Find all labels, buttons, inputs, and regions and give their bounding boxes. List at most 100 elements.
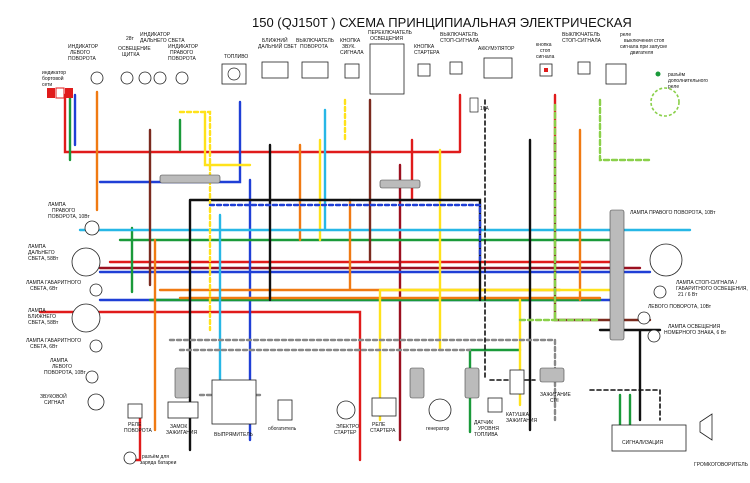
- ignition-coil-label-1: КАТУШКА: [506, 412, 530, 418]
- left-front-turn-label-1: ЛАМПА: [50, 358, 68, 364]
- right-turn-indicator-label-3: ПОВОРОТА: [168, 56, 197, 62]
- battery-label: АККУМУЛЯТОР: [478, 46, 515, 52]
- alarm-system: СИГНАЛИЗАЦИЯ ГРОМКОГОВОРИТЕЛЬ: [611, 413, 749, 468]
- starter-motor-label-1: ЭЛЕКТРО: [336, 424, 359, 430]
- left-turn-indicator-label-3: ПОВОРОТА: [68, 56, 97, 62]
- turn-relay-label-2: ПОВОРОТА: [124, 428, 153, 434]
- ignition-lock-label-1: ЗАМОК: [170, 424, 187, 430]
- wire-lightgreen: [518, 98, 652, 322]
- ignition-lock-label-2: ЗАЖИГАНИЯ: [166, 430, 197, 436]
- aux-relay-label-3: реле: [668, 84, 679, 90]
- low-beam-lamp-label-2: БЛИЖНЕГО: [28, 314, 56, 320]
- light-switch: [369, 43, 405, 95]
- heater: [277, 399, 293, 421]
- high-beam-indicator-lamp: [153, 71, 167, 85]
- diagram-title: 150 (QJ150T ) СХЕМА ПРИНЦИПИАЛЬНАЯ ЭЛЕКТ…: [252, 15, 632, 30]
- harness-connector-mid: [379, 179, 421, 189]
- rear-left-turn-label: ЛЕВОГО ПОВОРОТА, 10Вт: [648, 304, 712, 310]
- stop-button-label-1: кнопка: [536, 42, 552, 48]
- speaker-icon: [699, 413, 713, 441]
- fuel-sensor-label-3: ТОПЛИВА: [474, 432, 498, 438]
- dash-light-label-1: 28т: [126, 36, 135, 42]
- starter-button: [417, 63, 431, 77]
- wire-green: [68, 93, 622, 434]
- relay-stop-label-1: реле: [620, 32, 631, 38]
- rear-lamps: ЛАМПА ПРАВОГО ПОВОРОТА, 10Вт ЛАМПА СТОП-…: [630, 210, 748, 343]
- dash-light-lamp-2: [138, 71, 152, 85]
- high-beam-lamp-label-3: СВЕТА, 58Вт: [28, 256, 59, 262]
- turn-relay: [127, 403, 143, 419]
- stop-switch-left: [449, 61, 463, 75]
- rear-right-turn-label: ЛАМПА ПРАВОГО ПОВОРОТА, 10Вт: [630, 210, 716, 216]
- turn-switch: [301, 61, 329, 79]
- wire-cyan: [78, 108, 692, 422]
- right-front-turn-label-2: ПРАВОГО: [52, 208, 75, 214]
- stop-lamp-label-2: ГАБАРИТНОГО ОСВЕЩЕНИЯ,: [676, 286, 748, 292]
- stop-lamp-small: [653, 285, 667, 299]
- stop-controls: кнопка стоп сигнала ВЫКЛЮЧАТЕЛЬ СТОП-СИГ…: [536, 32, 602, 77]
- fuel-sensor: [487, 397, 503, 413]
- ignition-coil-label-2: ЗАЖИГАНИЯ: [506, 418, 537, 424]
- stop-switch-left-label-1: ВЫКЛЮЧАТЕЛЬ: [440, 32, 479, 38]
- front-parking-top-label-2: СВЕТА, 6Вт: [30, 286, 58, 292]
- heater-label: обогатитель: [268, 426, 297, 432]
- starter-relay-label-1: РЕЛЕ: [372, 422, 386, 428]
- connector-gen: [409, 367, 425, 399]
- starter-button-label-2: СТАРТЕРА: [414, 50, 440, 56]
- stop-button-label-3: сигнала: [536, 54, 555, 60]
- rectifier-label: ВЫПРЯМИТЕЛЬ: [214, 432, 254, 438]
- right-turn-indicator-label-1: ИНДИКАТОР: [168, 44, 199, 50]
- starter-motor: [336, 400, 356, 420]
- relay-stop-label-4: двигателя: [630, 50, 654, 56]
- dash-light-lamp: [120, 71, 134, 85]
- handlebar-switches: БЛИЖНИЙ ДАЛЬНИЙ СВЕТ ВЫКЛЮЧАТЕЛЬ ПОВОРОТ…: [258, 30, 480, 95]
- charge-connector-label-1: разъём для: [142, 454, 169, 460]
- right-front-turn-label-3: ПОВОРОТА, 10Вт: [48, 214, 90, 220]
- aux-relay-connector: [650, 87, 680, 117]
- horn-label-1: ЗВУКОВОЙ: [40, 392, 67, 400]
- aux-relay-label-1: разъём: [668, 72, 686, 78]
- high-beam-indicator-label-1: ИНДИКАТОР: [140, 32, 171, 38]
- right-turn-indicator-lamp: [175, 71, 189, 85]
- front-parking-lamp-top: [89, 283, 103, 297]
- turn-switch-label-2: ПОВОРОТА: [300, 44, 329, 50]
- battery-body: [483, 57, 513, 79]
- horn: ЗВУКОВОЙ СИГНАЛ: [40, 392, 105, 411]
- starter-motor-label-2: СТАРТЕР: [334, 430, 357, 436]
- battery: АККУМУЛЯТОР 16А: [469, 46, 515, 113]
- wires: [38, 90, 692, 462]
- connector-lower: [174, 367, 190, 399]
- fuel-label: ТОПЛИВО: [224, 54, 248, 60]
- relay-stop-label-2: выключения стоп: [624, 38, 665, 44]
- wire-blue: [73, 93, 652, 442]
- plate-light-label-1: ЛАМПА ОСВЕЩЕНИЯ: [668, 324, 720, 330]
- network-indicator-label-1: индикатор: [42, 70, 66, 76]
- rear-left-turn-lamp: [637, 311, 651, 325]
- fuel-sensor-label-2: УРОВНЯ: [478, 426, 499, 432]
- fuel-gauge: ТОПЛИВО: [221, 54, 248, 85]
- high-beam-lamp-label-2: ДАЛЬНЕГО: [28, 250, 55, 256]
- beam-switch-label-2: ДАЛЬНИЙ СВЕТ: [258, 42, 297, 50]
- plate-lamp: [647, 329, 661, 343]
- ignition-coil: [509, 369, 525, 395]
- right-front-turn-label-1: ЛАМПА: [48, 202, 66, 208]
- connector-bundles: [159, 174, 625, 399]
- wire-alarm: [618, 393, 632, 427]
- front-lamps: ЛАМПА ПРАВОГО ПОВОРОТА, 10Вт ЛАМПА ДАЛЬН…: [26, 202, 103, 384]
- dashboard-lamps: ИНДИКАТОР ЛЕВОГО ПОВОРОТА 28т ОСВЕЩЕНИЕ …: [68, 32, 199, 85]
- beam-switch: [261, 61, 289, 79]
- stop-switch-left-label-2: СТОП-СИГНАЛА: [440, 38, 480, 44]
- beam-switch-label-1: БЛИЖНИЙ: [262, 36, 288, 44]
- stop-lamp: [649, 243, 683, 277]
- low-beam-lamp-label-1: ЛАМПА: [28, 308, 46, 314]
- ignition-lock: [167, 401, 199, 419]
- light-switch-label-1: ПЕРЕКЛЮЧАТЕЛЬ: [368, 30, 413, 36]
- left-front-turn-label-2: ЛЕВОГО: [52, 364, 72, 370]
- wire-yellow-dashed: [178, 98, 347, 332]
- stop-button-label-2: стоп: [540, 48, 551, 54]
- rectifier: [211, 379, 257, 425]
- stop-switch-right-label-2: СТОП-СИГНАЛА: [562, 38, 602, 44]
- horn-button-label-1: КНОПКА: [340, 38, 361, 44]
- high-beam-lamp: [71, 247, 101, 277]
